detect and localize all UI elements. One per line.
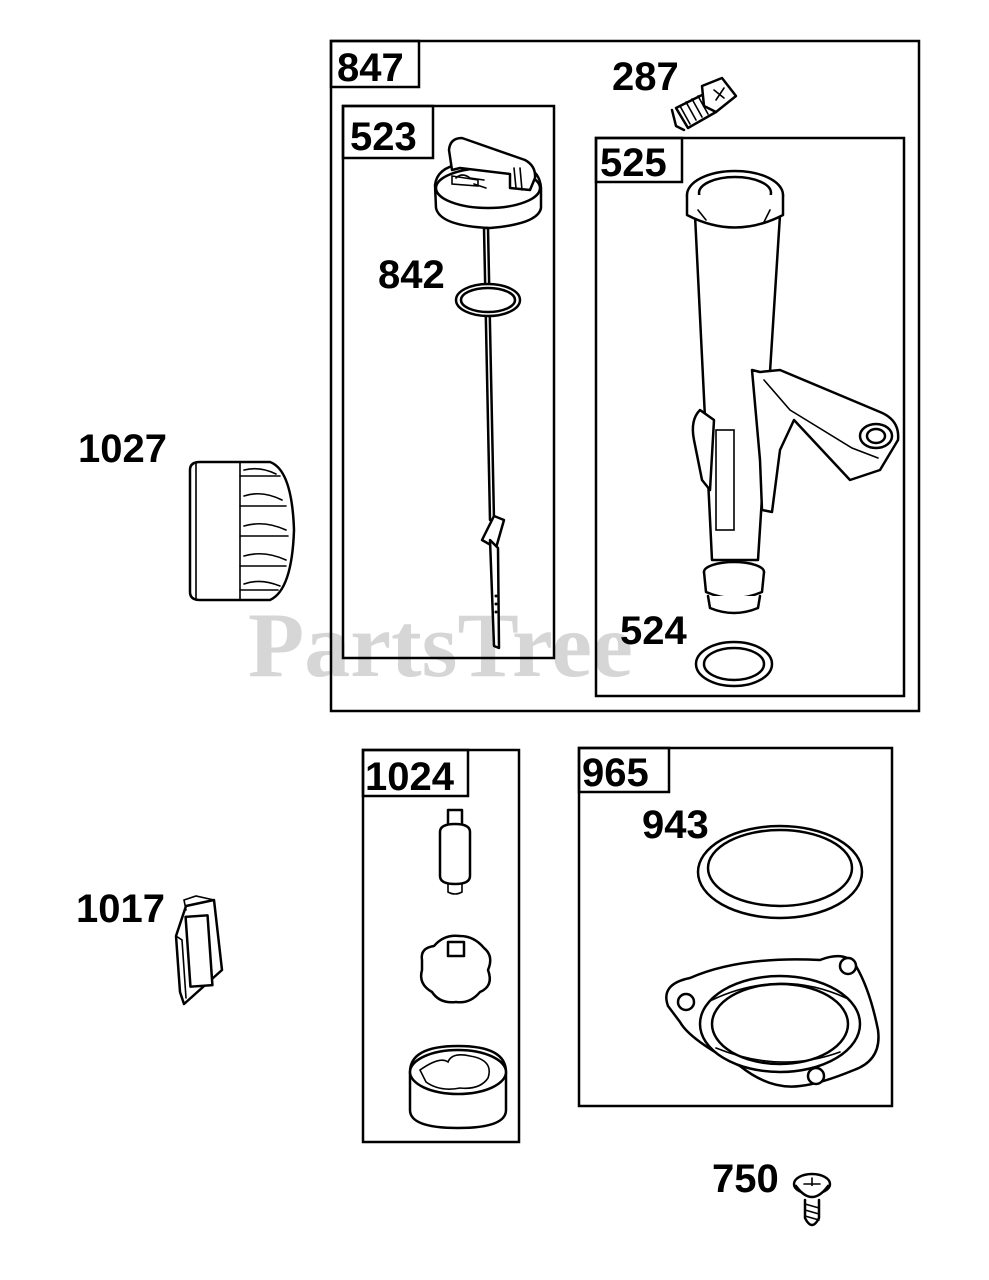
label-1017[interactable]: 1017 [76,887,165,931]
kit-847-box: 847 [329,39,921,713]
label-523[interactable]: 523 [350,115,417,159]
label-524[interactable]: 524 [620,609,687,653]
dipstick-523 [433,136,543,650]
kit-965-box: 965 [577,746,894,1108]
pump-outer-rotor [408,1044,508,1130]
pump-cover-plate [665,954,880,1088]
pump-shaft [438,808,472,895]
watermark: PartsTree [248,594,633,696]
label-525[interactable]: 525 [600,141,667,185]
label-842[interactable]: 842 [378,253,445,297]
screw-287 [670,76,738,132]
kit-1024-box: 1024 [361,748,521,1144]
label-750[interactable]: 750 [712,1157,779,1201]
oil-filter-1027 [188,460,296,602]
screw-750 [792,1172,832,1227]
label-943[interactable]: 943 [642,803,709,847]
kit-525-box: 525 [594,136,906,698]
label-847[interactable]: 847 [337,46,404,90]
o-ring-524 [694,640,774,688]
label-1024[interactable]: 1024 [365,755,455,799]
dipstick-tube-525 [685,169,900,615]
label-965[interactable]: 965 [582,751,649,795]
pump-inner-rotor [419,934,492,1004]
part-1017 [174,895,224,1006]
label-1027[interactable]: 1027 [78,427,167,471]
gasket-943 [696,824,864,920]
label-287[interactable]: 287 [612,55,679,99]
kit-523-box: 523 [341,104,556,660]
